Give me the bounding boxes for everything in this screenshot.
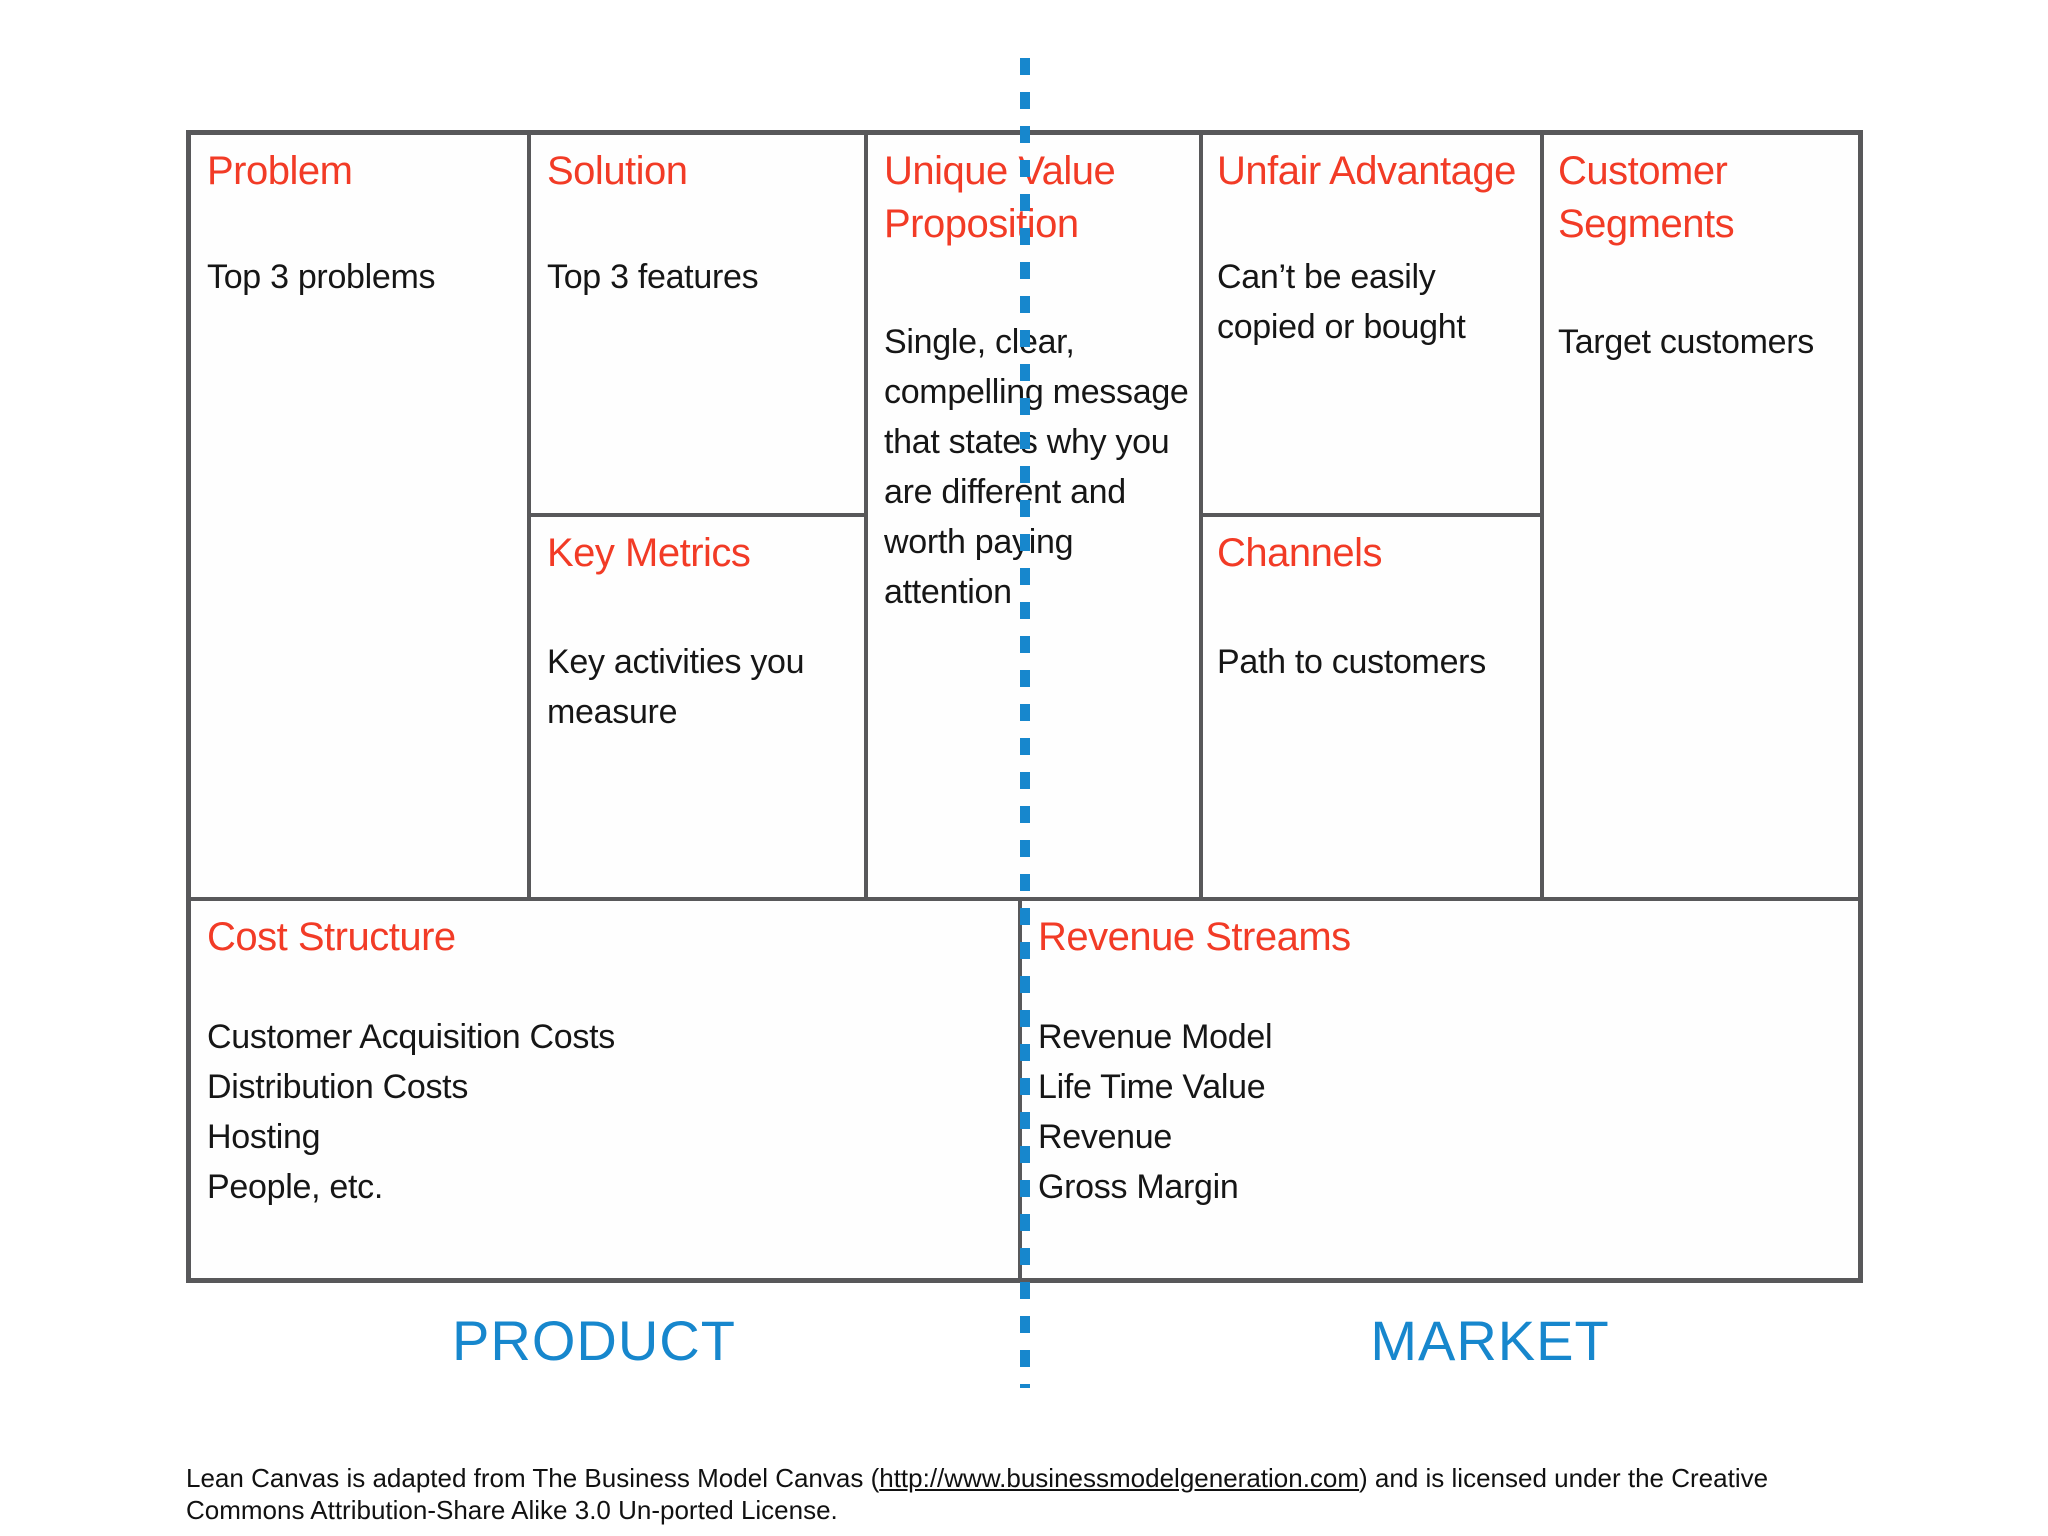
license-attribution: Lean Canvas is adapted from The Business… — [186, 1462, 1846, 1526]
cell-unique-value-proposition: Unique Value Proposition Single, clear, … — [868, 135, 1203, 897]
cost-structure-items: Customer Acquisition Costs Distribution … — [207, 1018, 615, 1206]
product-market-divider-line — [1020, 58, 1030, 1388]
cell-problem: Problem Top 3 problems — [191, 135, 531, 897]
business-model-generation-link[interactable]: http://www.businessmodelgeneration.com — [879, 1463, 1360, 1493]
cell-revenue-streams: Revenue Streams Revenue Model Life Time … — [1022, 897, 1858, 1278]
cell-solution: Solution Top 3 features — [531, 135, 868, 517]
license-text-suffix: ) and is licensed under the Creative Com… — [186, 1463, 1769, 1525]
revenue-streams-title: Revenue Streams — [1038, 915, 1351, 959]
key-metrics-body: Key activities you measure — [547, 643, 805, 731]
unique-value-proposition-title: Unique Value Proposition — [884, 149, 1116, 246]
cell-customer-segments: Customer Segments Target customers — [1544, 135, 1858, 897]
solution-body: Top 3 features — [547, 258, 759, 296]
problem-title: Problem — [207, 149, 353, 193]
cost-structure-title: Cost Structure — [207, 915, 456, 959]
unfair-advantage-title: Unfair Advantage — [1217, 149, 1516, 193]
cell-unfair-advantage: Unfair Advantage Can’t be easily copied … — [1203, 135, 1544, 517]
solution-title: Solution — [547, 149, 688, 193]
cell-channels: Channels Path to customers — [1203, 517, 1544, 897]
license-text-prefix: Lean Canvas is adapted from The Business… — [186, 1463, 880, 1493]
product-zone-label: PRODUCT — [452, 1309, 736, 1372]
unfair-advantage-body: Can’t be easily copied or bought — [1217, 258, 1466, 346]
key-metrics-title: Key Metrics — [547, 531, 751, 575]
cell-cost-structure: Cost Structure Customer Acquisition Cost… — [191, 897, 1022, 1278]
problem-body: Top 3 problems — [207, 258, 436, 296]
channels-body: Path to customers — [1217, 643, 1486, 681]
revenue-streams-items: Revenue Model Life Time Value Revenue Gr… — [1038, 1018, 1273, 1206]
customer-segments-body: Target customers — [1558, 323, 1814, 361]
cell-key-metrics: Key Metrics Key activities you measure — [531, 517, 868, 897]
channels-title: Channels — [1217, 531, 1383, 575]
unique-value-proposition-body: Single, clear, compelling message that s… — [884, 323, 1189, 611]
customer-segments-title: Customer Segments — [1558, 149, 1735, 246]
market-zone-label: MARKET — [1370, 1309, 1610, 1372]
